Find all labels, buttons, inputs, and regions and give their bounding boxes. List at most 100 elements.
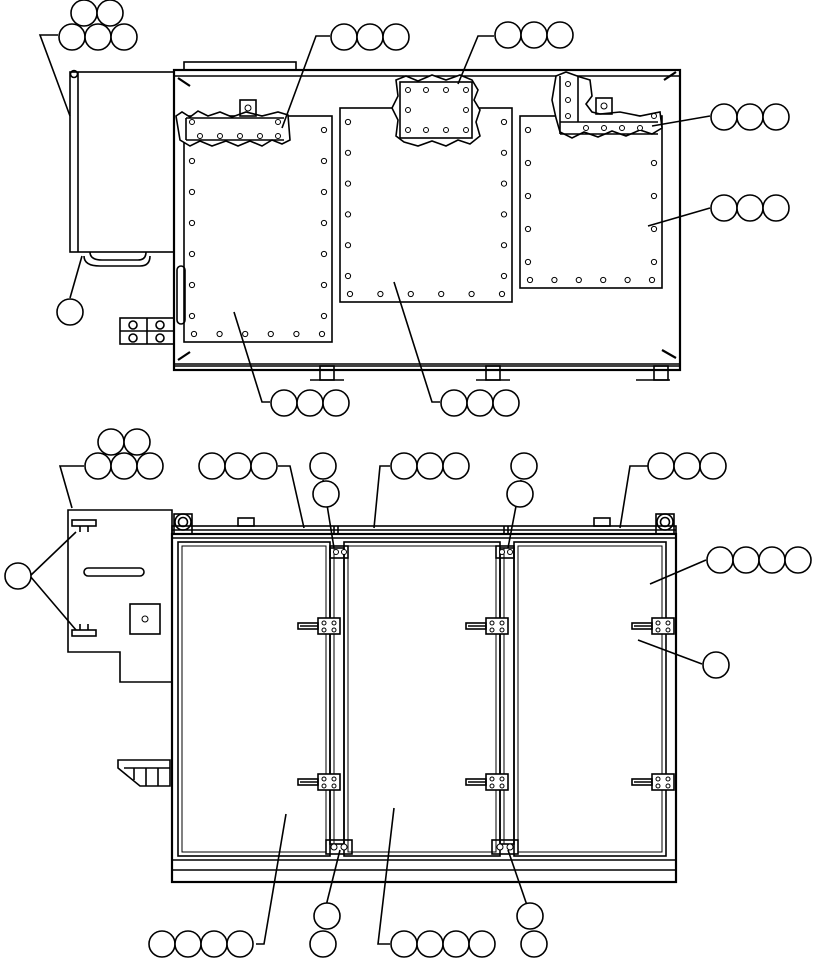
callout-bubble bbox=[356, 23, 384, 51]
panel-bolt bbox=[377, 290, 384, 298]
callout-bubble-group bbox=[4, 562, 32, 590]
latch bbox=[465, 617, 509, 635]
callout-bubble bbox=[520, 930, 548, 958]
callout-bubble-group bbox=[510, 452, 538, 480]
callout-bubble bbox=[226, 930, 254, 958]
panel-bolt bbox=[320, 126, 328, 134]
callout-bubble-group bbox=[312, 480, 340, 508]
hinges bbox=[325, 545, 519, 855]
panel-bolt bbox=[344, 149, 352, 156]
panel-bolt bbox=[190, 330, 198, 338]
callout-bubble bbox=[546, 21, 574, 49]
leader-lines bbox=[29, 34, 711, 945]
panel-bolt bbox=[500, 118, 508, 126]
callout-bubble bbox=[97, 428, 125, 456]
callout-bubble bbox=[382, 23, 410, 51]
callout-bubble bbox=[330, 23, 358, 51]
callout-bubble bbox=[250, 452, 278, 480]
callout-bubble-group bbox=[70, 0, 124, 27]
callout-bubble bbox=[440, 389, 468, 417]
callout-bubble bbox=[673, 452, 701, 480]
callout-bubble bbox=[416, 930, 444, 958]
panel-bolt bbox=[526, 276, 534, 284]
callout-bubble bbox=[136, 452, 164, 480]
callout-bubble bbox=[84, 23, 112, 51]
panel-bolt bbox=[188, 188, 196, 196]
callout-bubble bbox=[96, 0, 124, 27]
callout-bubble-group bbox=[506, 480, 534, 508]
callout-bubble bbox=[70, 0, 98, 27]
panel-bolt bbox=[524, 192, 532, 200]
panel-bolt bbox=[344, 118, 352, 126]
panel-bolt bbox=[188, 219, 196, 227]
panel-bolt bbox=[600, 276, 607, 284]
panel-bolt bbox=[500, 272, 508, 280]
callout-bubble bbox=[309, 930, 337, 958]
callout-bubble bbox=[736, 194, 764, 222]
door-posts bbox=[329, 547, 515, 845]
latch bbox=[631, 773, 675, 791]
callout-bubble bbox=[468, 930, 496, 958]
front-top-rail bbox=[171, 513, 677, 535]
panel-bolt bbox=[500, 149, 508, 156]
panel-bolt bbox=[320, 157, 328, 165]
callout-bubble bbox=[466, 389, 494, 417]
callout-bubble-group bbox=[313, 902, 341, 930]
panel-bolt bbox=[320, 281, 328, 289]
callout-bubble-group bbox=[440, 389, 520, 417]
callout-bubble bbox=[309, 452, 337, 480]
callout-bubble bbox=[732, 546, 760, 574]
connector-block bbox=[119, 317, 175, 345]
callout-bubble bbox=[56, 298, 84, 326]
panel-bolt bbox=[320, 188, 328, 196]
callout-bubble bbox=[110, 23, 138, 51]
latch bbox=[631, 617, 675, 635]
callout-bubble bbox=[200, 930, 228, 958]
door-left bbox=[177, 541, 331, 857]
callout-bubble-group bbox=[702, 651, 730, 679]
panel-bolt bbox=[320, 219, 328, 227]
callout-bubble bbox=[762, 194, 790, 222]
panel-bolt bbox=[524, 225, 532, 233]
panel-bolt bbox=[242, 330, 249, 338]
panel-bolt bbox=[188, 250, 196, 258]
callout-bubble bbox=[506, 480, 534, 508]
callout-bubble bbox=[736, 103, 764, 131]
cover-panel-center bbox=[339, 107, 513, 303]
panel-bolt bbox=[438, 290, 445, 298]
callout-bubble bbox=[710, 103, 738, 131]
callout-bubble-group bbox=[56, 298, 84, 326]
panel-bolt bbox=[468, 290, 475, 298]
callout-bubble bbox=[110, 452, 138, 480]
panel-bolt bbox=[650, 159, 658, 167]
panel-bolt bbox=[624, 276, 631, 284]
panel-bolt bbox=[344, 211, 352, 218]
callout-bubble bbox=[784, 546, 812, 574]
cover-panel-right bbox=[519, 115, 663, 289]
panel-bolt bbox=[267, 330, 274, 338]
latch bbox=[297, 617, 341, 635]
front-view bbox=[67, 509, 678, 884]
callout-bubble-group bbox=[647, 452, 727, 480]
callout-bubble-group bbox=[494, 21, 574, 49]
callout-bubble-group bbox=[520, 930, 548, 958]
panel-bolt bbox=[320, 250, 328, 258]
corner-slots bbox=[177, 71, 677, 361]
callout-bubble bbox=[699, 452, 727, 480]
callout-bubble-group bbox=[97, 428, 151, 456]
panel-bolt bbox=[344, 242, 352, 249]
side-mount-bracket bbox=[67, 509, 173, 683]
panel-bolt bbox=[524, 258, 532, 266]
callout-bubble-group bbox=[309, 452, 337, 480]
bottom-feet bbox=[310, 365, 670, 381]
callout-bubble bbox=[710, 194, 738, 222]
panel-bolt bbox=[500, 242, 508, 249]
callout-bubble bbox=[148, 930, 176, 958]
callout-bubble-group bbox=[84, 452, 164, 480]
callout-bubble bbox=[174, 930, 202, 958]
callout-bubble bbox=[442, 930, 470, 958]
panel-bolt bbox=[500, 211, 508, 218]
panel-bolt bbox=[575, 276, 582, 284]
callout-bubble bbox=[313, 902, 341, 930]
